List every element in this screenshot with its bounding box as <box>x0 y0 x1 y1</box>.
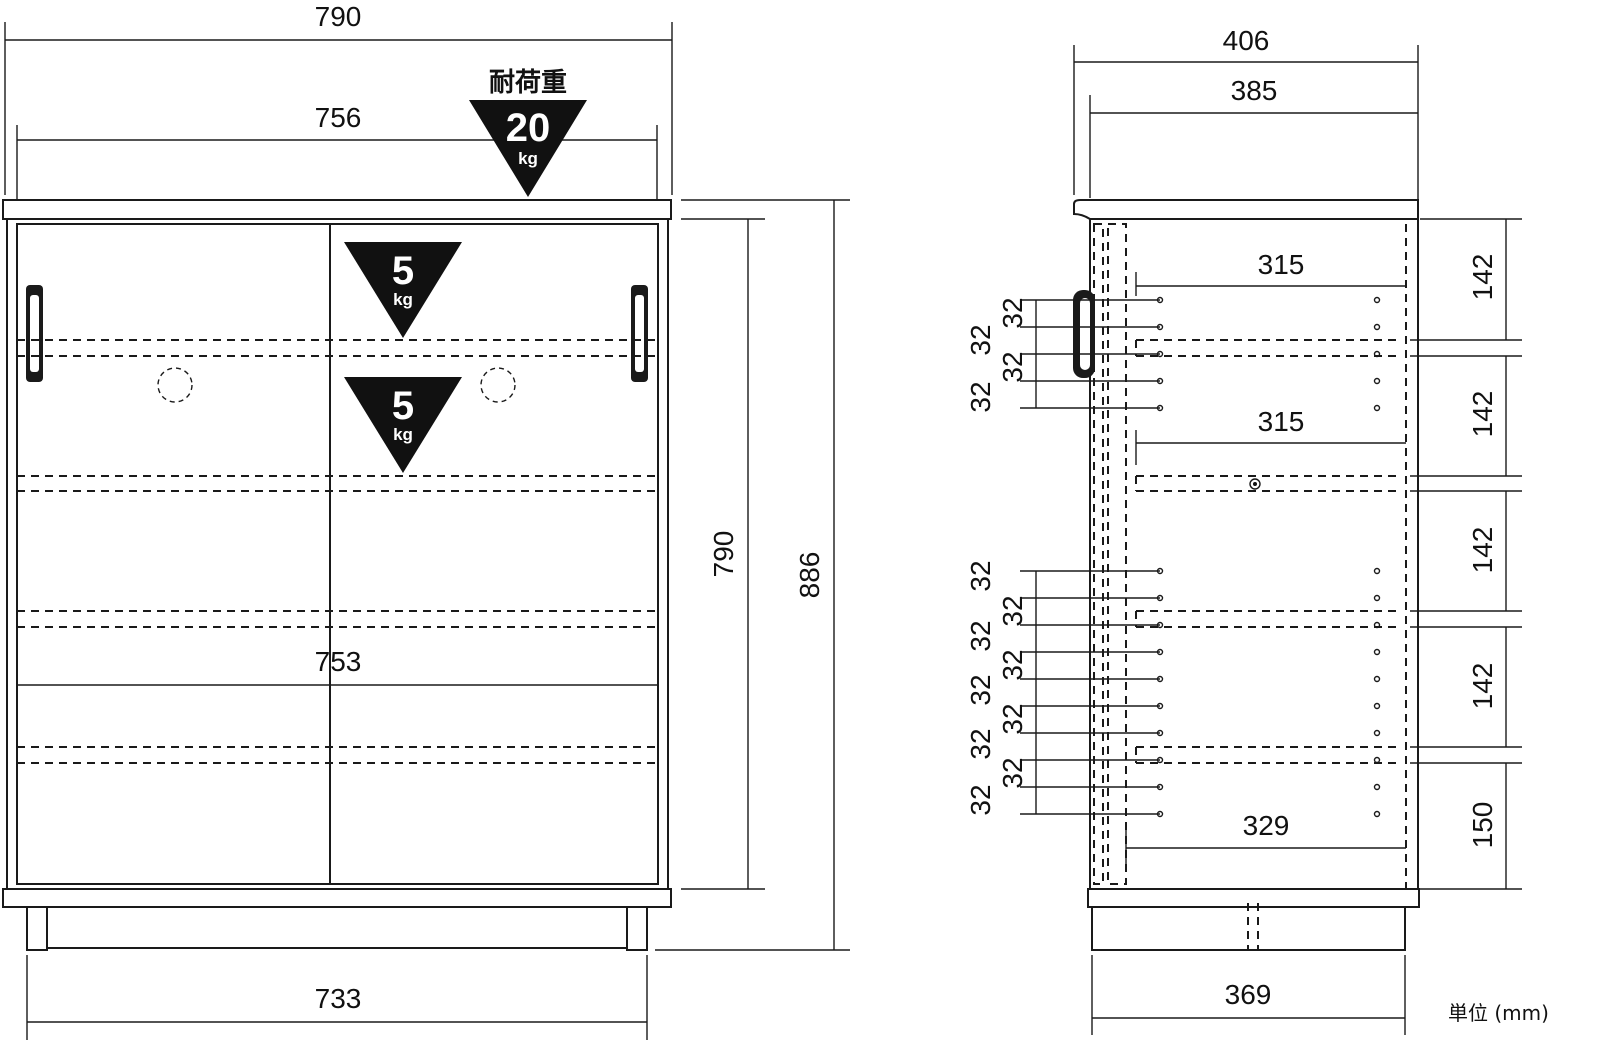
pitch-lower-3: 32 <box>965 620 996 651</box>
pitch-lower-9: 32 <box>965 784 996 815</box>
side-shelf-depth-1-label: 315 <box>1258 249 1305 280</box>
left-leg <box>26 906 48 951</box>
base-board <box>2 888 672 908</box>
front-view: 790 756 753 <box>2 1 850 1040</box>
load-shelf-upper-unit: kg <box>393 290 413 309</box>
front-height-total-label: 886 <box>794 552 825 599</box>
load-shelf-lower-unit: kg <box>393 425 413 444</box>
side-top-board <box>1073 199 1419 220</box>
front-shelf-width-label: 753 <box>315 646 362 677</box>
unit-note: 単位 (mm) <box>1448 1001 1549 1025</box>
pitch-lower-5: 32 <box>965 674 996 705</box>
pitch-upper-3: 32 <box>997 351 1028 382</box>
top-board <box>2 199 672 220</box>
cabinet-body <box>6 218 669 890</box>
pitch-lower-2: 32 <box>997 595 1028 626</box>
load-triangle-top <box>469 100 587 197</box>
load-triangle-shelf-lower <box>344 377 462 473</box>
load-triangle-shelf-upper <box>344 242 462 338</box>
front-height-body-label: 790 <box>708 531 739 578</box>
section-height-5: 150 <box>1467 802 1498 849</box>
pitch-lower-6: 32 <box>997 703 1028 734</box>
load-caption: 耐荷重 <box>489 68 567 98</box>
pitch-upper-4: 32 <box>965 381 996 412</box>
pitch-lower-1: 32 <box>965 560 996 591</box>
pitch-lower-8: 32 <box>997 757 1028 788</box>
pitch-lower-4: 32 <box>997 649 1028 680</box>
side-depth-outer-label: 406 <box>1223 25 1270 56</box>
side-base-depth-label: 369 <box>1225 979 1272 1010</box>
side-plinth <box>1091 906 1406 951</box>
front-base-width-label: 733 <box>315 983 362 1014</box>
section-height-1: 142 <box>1467 254 1498 301</box>
section-heights: 142 142 142 142 150 <box>1410 218 1522 890</box>
section-height-2: 142 <box>1467 391 1498 438</box>
side-bottom-depth-label: 329 <box>1243 810 1290 841</box>
side-body <box>1089 218 1419 890</box>
right-leg <box>626 906 648 951</box>
pitch-upper-2: 32 <box>965 324 996 355</box>
pitch-upper-1: 32 <box>997 297 1028 328</box>
side-shelf-depth-2-label: 315 <box>1258 406 1305 437</box>
load-top-unit: kg <box>518 149 538 168</box>
side-base-board <box>1087 888 1420 908</box>
load-shelf-lower-value: 5 <box>392 384 414 428</box>
load-top-value: 20 <box>506 106 551 150</box>
front-width-top-label: 756 <box>315 102 362 133</box>
section-height-3: 142 <box>1467 527 1498 574</box>
side-shelves <box>1135 339 1402 764</box>
side-depth-inner-label: 385 <box>1231 75 1278 106</box>
section-height-4: 142 <box>1467 663 1498 710</box>
pitch-lower-7: 32 <box>965 728 996 759</box>
cable-hole-left <box>157 367 193 403</box>
side-view: 406 385 <box>965 25 1549 1035</box>
pitch-lower: 32 32 32 32 32 32 32 32 32 <box>965 560 1381 818</box>
load-shelf-upper-value: 5 <box>392 249 414 293</box>
pitch-upper: 32 32 32 32 <box>965 296 1381 413</box>
front-width-outer-label: 790 <box>315 1 362 32</box>
cable-hole-right <box>480 367 516 403</box>
